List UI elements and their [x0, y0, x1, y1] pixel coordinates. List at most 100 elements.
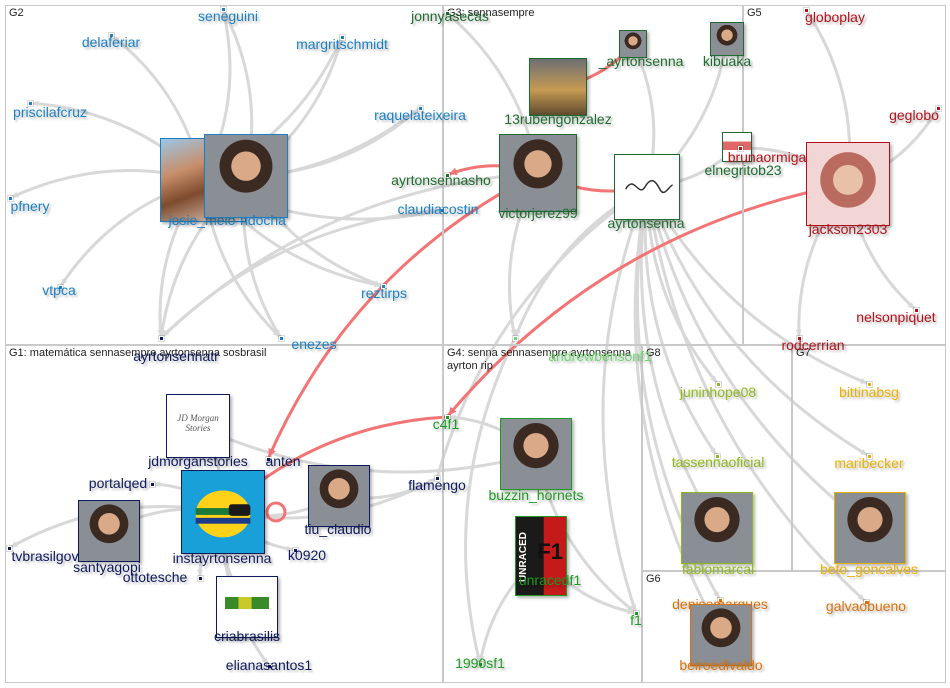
vtpca-node-dot[interactable] [58, 285, 63, 290]
node-label-maribecker[interactable]: maribecker [834, 455, 904, 471]
ayrtonsennashow-node-dot[interactable] [445, 173, 450, 178]
1990sf1-node-dot[interactable] [478, 662, 483, 667]
node-label-priscilafcruz[interactable]: priscilafcruz [13, 104, 87, 120]
ayrtonsennatr-node-dot[interactable] [159, 336, 164, 341]
node-label-galvaobueno[interactable]: galvaobueno [825, 598, 907, 614]
jonnyasecas-node-dot[interactable] [445, 11, 450, 16]
node-label-portalqed[interactable]: portalqed [88, 475, 148, 491]
node-label-pfnery[interactable]: pfnery [10, 198, 50, 214]
node-label-ayrtonsennashow[interactable]: ayrtonsennasho [391, 172, 491, 188]
buzzin_hornets-avatar-portrait-photo-icon[interactable] [500, 418, 572, 490]
anten-node-dot[interactable] [266, 457, 271, 462]
priscilafcruz-node-dot[interactable] [28, 101, 33, 106]
juninhope08-node-dot[interactable] [716, 382, 721, 387]
node-label-nelsonpiquet[interactable]: nelsonpiquet [856, 309, 936, 325]
k0920-node-dot[interactable] [293, 548, 298, 553]
node-label-f1[interactable]: f1 [630, 612, 642, 628]
_ayrtonsenna-avatar-portrait-photo-icon[interactable] [619, 30, 647, 58]
flamengo-node-dot[interactable] [435, 476, 440, 481]
geglobo-node-dot[interactable] [936, 106, 941, 111]
elianasantos1-node-dot[interactable] [267, 664, 272, 669]
node-label-beto_goncalves[interactable]: beto_goncalves [819, 561, 919, 577]
node-label-ayrtonsenna[interactable]: ayrtonsenna [607, 215, 685, 231]
node-label-delaferiar[interactable]: delaferiar [81, 34, 141, 50]
enezes-node-dot[interactable] [279, 336, 284, 341]
node-label-vtpca[interactable]: vtpca [42, 282, 76, 298]
raquelateixeira-node-dot[interactable] [418, 106, 423, 111]
ndocha-avatar-portrait-photo-icon[interactable] [204, 134, 288, 218]
node-label-kibuaka[interactable]: kibuaka [702, 53, 752, 69]
delaferiar-node-dot[interactable] [109, 33, 114, 38]
node-label-tassennaoficial[interactable]: tassennaoficial [671, 454, 765, 470]
ayrtonsenna-avatar-signature-logo-icon[interactable] [614, 154, 680, 220]
ottotesche-node-dot[interactable] [198, 576, 203, 581]
pfnery-node-dot[interactable] [8, 196, 13, 201]
node-label-anten[interactable]: anten [265, 453, 301, 469]
node-label-ayrtonsennatr[interactable]: ayrtonsennatr [133, 348, 219, 364]
node-label-enezes[interactable]: enezes [291, 336, 337, 352]
node-label-rodcerrian[interactable]: rodcerrian [781, 337, 845, 353]
tassennaoficial-node-dot[interactable] [715, 454, 720, 459]
node-label-geglobo[interactable]: geglobo [889, 107, 939, 123]
tvbrasilgov-node-dot[interactable] [7, 546, 12, 551]
f1-node-dot[interactable] [634, 611, 639, 616]
node-label-jonnyasecas[interactable]: jonnyasecas [411, 8, 489, 24]
node-label-bittinabsg[interactable]: bittinabsg [839, 384, 899, 400]
beiroedivaldo-avatar-portrait-photo-icon[interactable] [690, 604, 752, 666]
node-label-globoplay[interactable]: globoplay [805, 9, 865, 25]
node-label-raquelateixeira[interactable]: raquelateixeira [374, 107, 466, 123]
node-label-instayrtonsenna[interactable]: instayrtonsenna [172, 550, 272, 566]
andrewbensonf1-node-dot[interactable] [513, 336, 518, 341]
node-label-jackson2303[interactable]: jackson2303 [808, 221, 888, 237]
node-label-reztirps[interactable]: reztirps [361, 285, 407, 301]
node-label-elnegritob23[interactable]: elnegritob23 [704, 162, 782, 178]
portalqed-node-dot[interactable] [150, 482, 155, 487]
node-label-13rubengonzalez[interactable]: 13rubengonzalez [504, 111, 612, 127]
node-label-tvbrasilgov[interactable]: tvbrasilgov [11, 548, 79, 564]
node-label-andrewbensonf1[interactable]: andrewbensonf1 [548, 348, 652, 364]
node-label-1990sf1[interactable]: 1990sf1 [455, 655, 505, 671]
node-label-unracedf1[interactable]: unracedf1 [518, 572, 582, 588]
node-label-criabrasilis[interactable]: criabrasilis [213, 628, 281, 644]
elnegritob23-avatar-figure-photo-icon[interactable] [722, 132, 752, 162]
nelsonpiquet-node-dot[interactable] [914, 308, 919, 313]
node-label-k0920[interactable]: k0920 [287, 547, 327, 563]
node-label-juninhope08[interactable]: juninhope08 [679, 384, 757, 400]
node-label-claudiacostin[interactable]: claudiacostin [397, 201, 479, 217]
node-label-ndocha[interactable]: ndocha [240, 212, 286, 228]
node-label-ottotesche[interactable]: ottotesche [122, 569, 188, 585]
margritschmidt-node-dot[interactable] [340, 35, 345, 40]
node-label-margritschmidt[interactable]: margritschmidt [296, 36, 388, 52]
maribecker-node-dot[interactable] [867, 454, 872, 459]
node-label-victorjerez99[interactable]: victorjerez99 [498, 205, 578, 221]
seneguini-node-dot[interactable] [221, 7, 226, 12]
node-label-buzzin_hornets[interactable]: buzzin_hornets [488, 487, 584, 503]
node-label-bruna[interactable]: brunaormiga [727, 149, 807, 165]
13rubengonzalez-avatar-sunset-photo-icon[interactable] [529, 58, 587, 116]
rodcerrian-node-dot[interactable] [797, 336, 802, 341]
node-label-seneguini[interactable]: seneguini [198, 8, 258, 24]
node-label-elianasantos1[interactable]: elianasantos1 [225, 657, 313, 673]
node-label-_ayrtonsenna[interactable]: _ayrtonsenna [598, 53, 684, 69]
reztirps-node-dot[interactable] [381, 284, 386, 289]
bruna-node-dot[interactable] [738, 146, 743, 151]
criabrasilis-avatar-cria-brasilis-logo-icon[interactable] [216, 576, 278, 638]
tiu_claudio-avatar-portrait-photo-icon[interactable] [308, 465, 370, 527]
node-label-flamengo[interactable]: flamengo [408, 477, 466, 493]
victorjerez99-avatar-portrait-photo-icon[interactable] [499, 134, 577, 212]
node-label-c4f1[interactable]: c4f1 [432, 416, 460, 432]
node-label-beiroedivaldo[interactable]: beiroedivaldo [679, 657, 763, 673]
node-label-santyagopi[interactable]: santyagopi [73, 559, 141, 575]
bittinabsg-node-dot[interactable] [867, 382, 872, 387]
globoplay-node-dot[interactable] [804, 8, 809, 13]
beto_goncalves-avatar-portrait-photo-icon[interactable] [834, 492, 906, 564]
c4f1-node-dot[interactable] [445, 415, 450, 420]
instayrtonsenna-avatar-senna-helmet-logo-icon[interactable] [181, 470, 265, 554]
node-label-jdmorganstories[interactable]: jdmorganstories [148, 453, 248, 469]
santyagopi-avatar-portrait-photo-icon[interactable] [78, 500, 140, 562]
denise-node-dot[interactable] [718, 598, 723, 603]
galvaobueno-node-dot[interactable] [864, 600, 869, 605]
kibuaka-avatar-portrait-photo-icon[interactable] [710, 22, 744, 56]
